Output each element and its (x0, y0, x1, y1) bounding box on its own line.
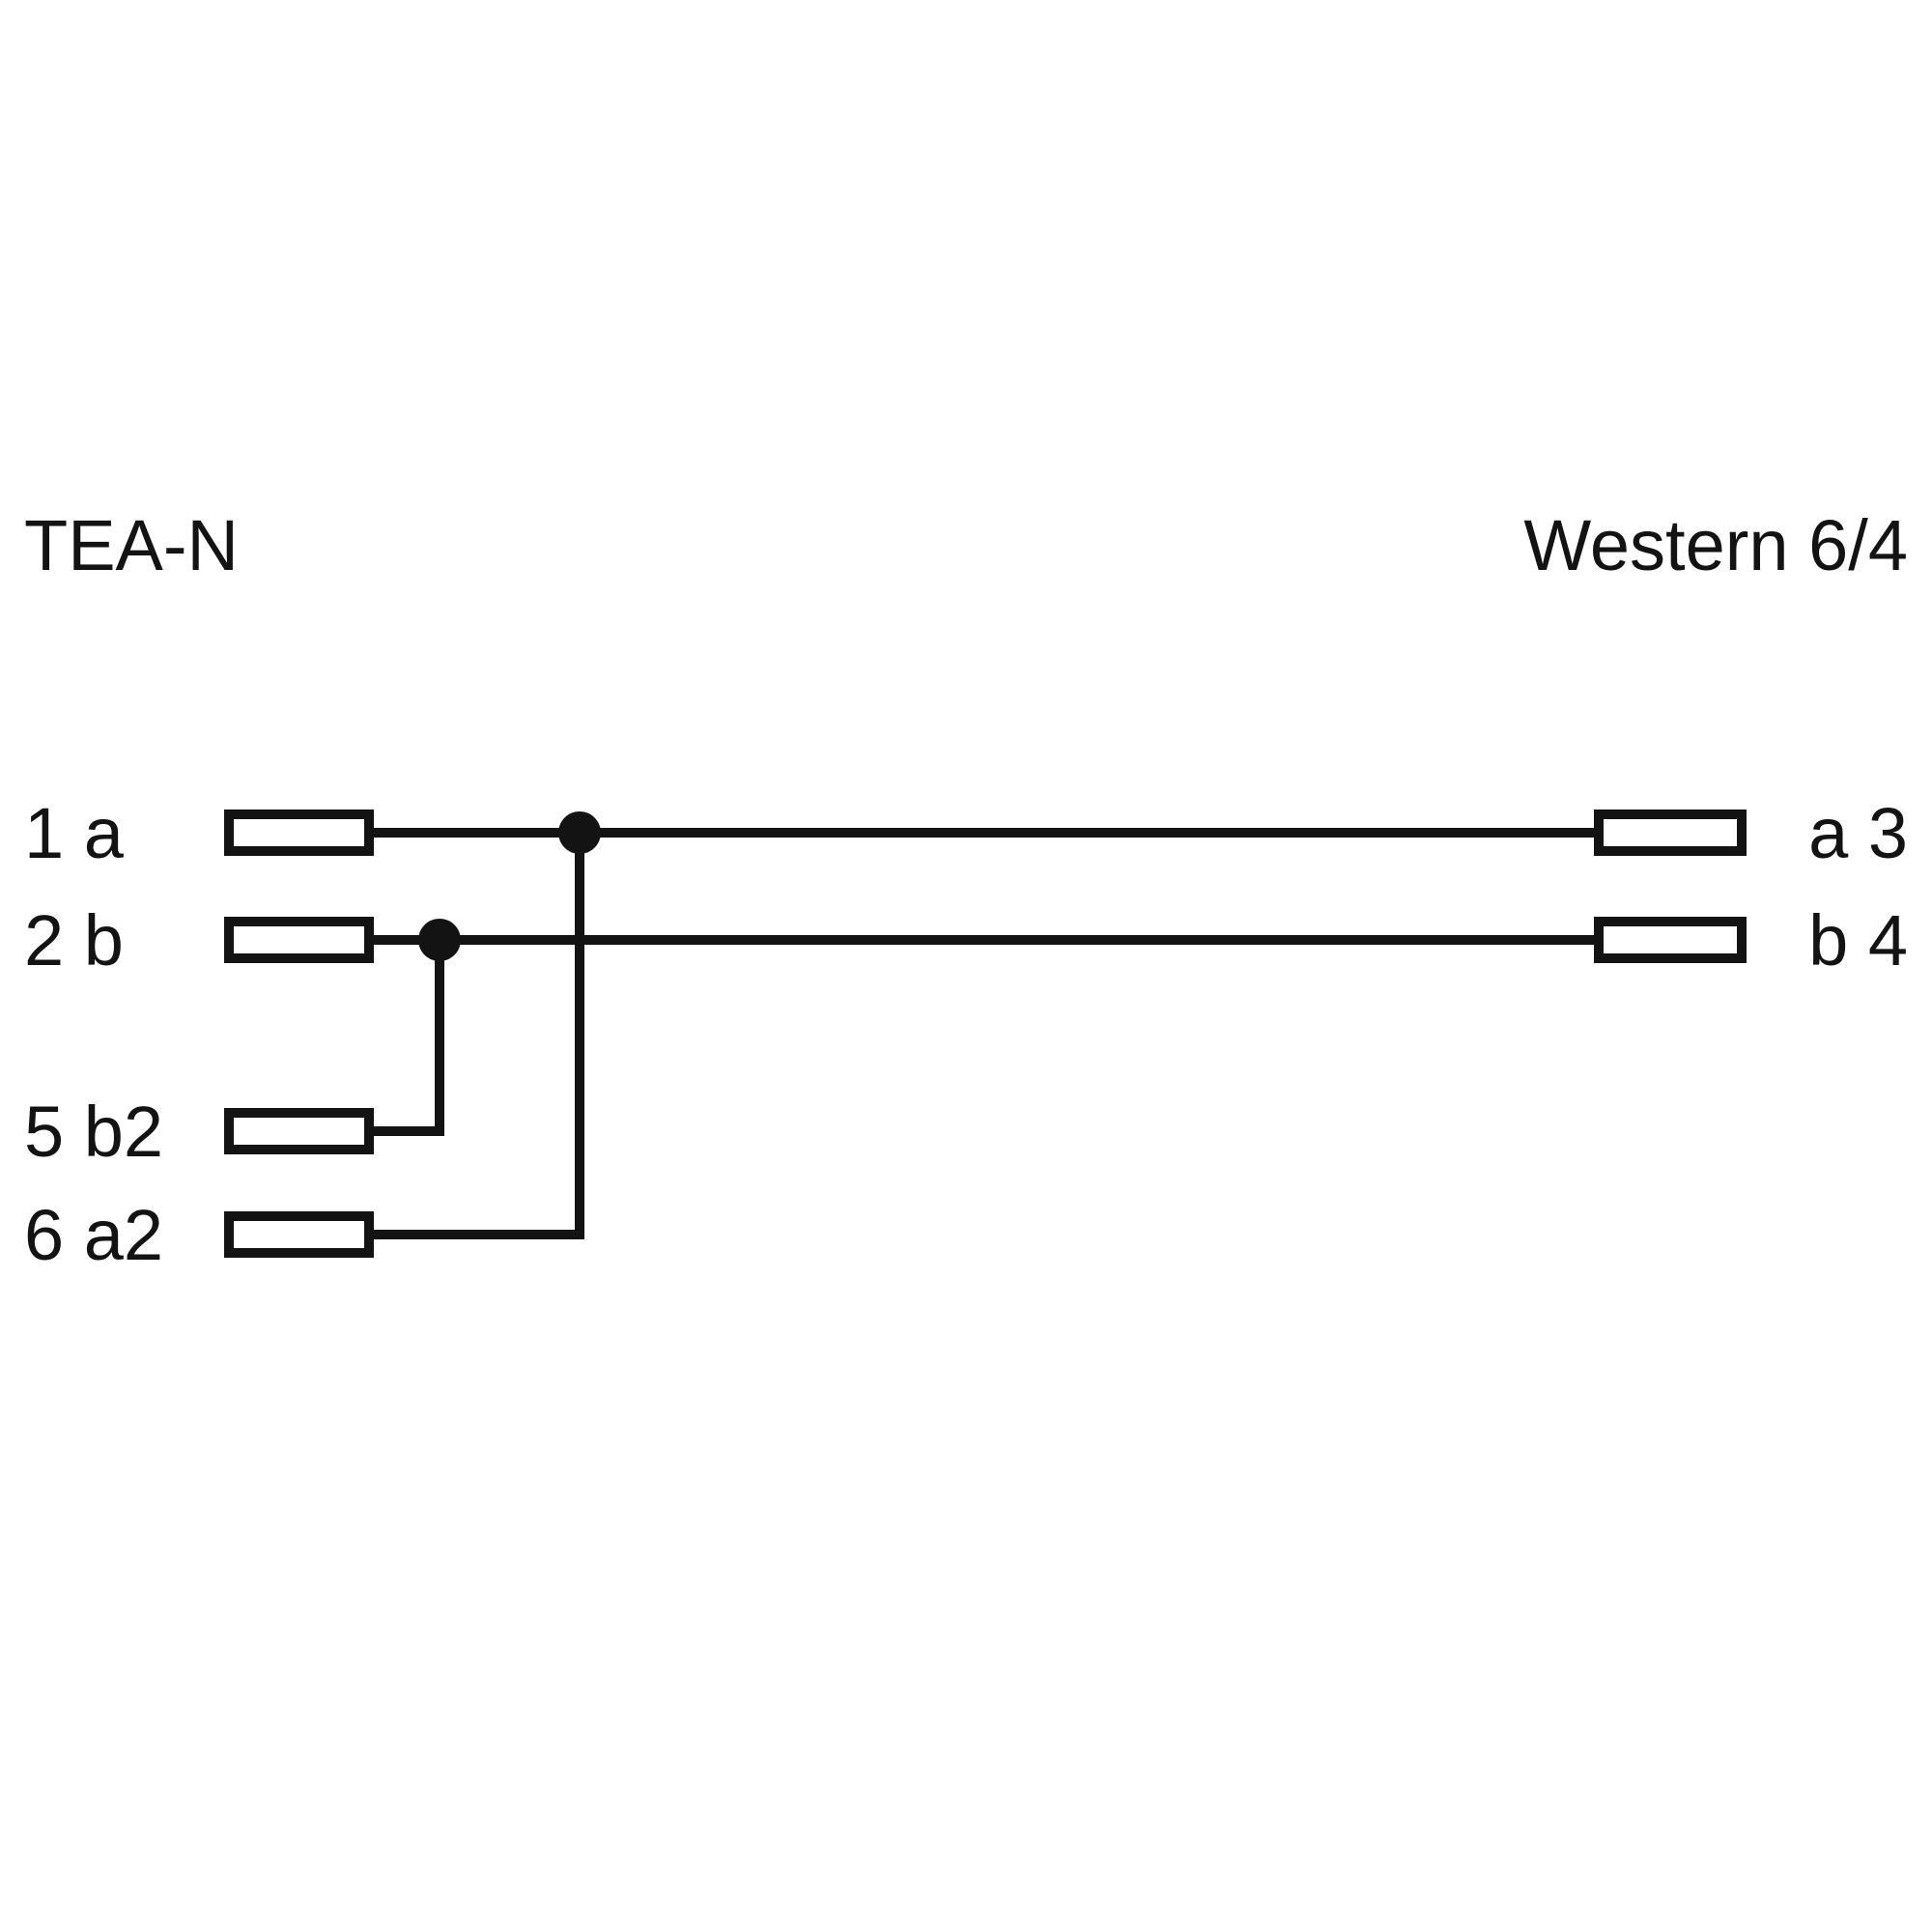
left-connector-title: TEA-N (24, 505, 239, 585)
pin-label-left-3: 5 b2 (24, 1092, 163, 1172)
pin-label-left-4: 6 a2 (24, 1195, 163, 1275)
connector-box-right-b4 (1594, 917, 1747, 963)
junction-dot-row1 (558, 811, 601, 854)
pin-label-right-1: a 3 (1808, 793, 1908, 873)
wire-bridge-5b2-to-2b (374, 940, 444, 1136)
junction-dot-row2 (418, 919, 461, 961)
right-connector-title: Western 6/4 (1523, 505, 1908, 585)
connector-box-left-6a2 (224, 1211, 374, 1258)
connector-box-left-5b2 (224, 1108, 374, 1154)
pin-label-right-2: b 4 (1808, 900, 1908, 980)
connector-box-left-2b (224, 917, 374, 963)
pin-label-left-1: 1 a (24, 793, 125, 873)
connector-box-right-a3 (1594, 810, 1747, 856)
pin-label-left-2: 2 b (24, 900, 124, 980)
connector-box-left-1a (224, 810, 374, 856)
wire-bridge-6a2-to-1a (374, 833, 584, 1239)
